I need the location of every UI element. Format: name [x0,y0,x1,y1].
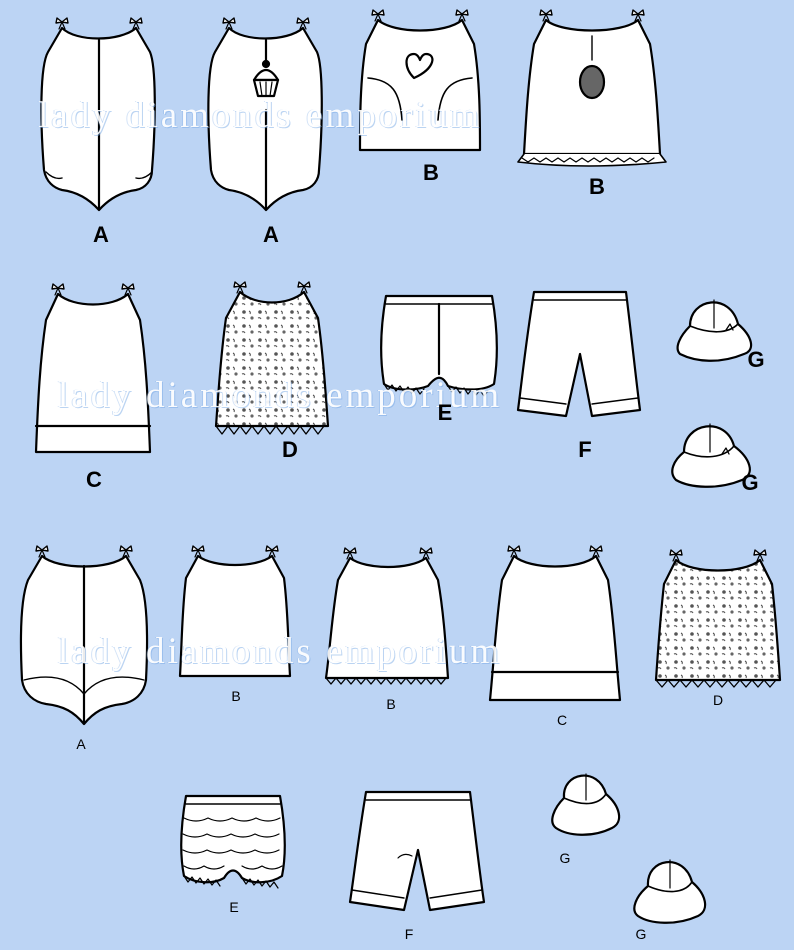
watermark: lady diamonds emporium [38,95,483,136]
view-label: G [559,850,571,866]
hat-icon [551,773,621,836]
hat-icon [676,299,753,362]
view-label: A [76,736,86,752]
top-icon [324,546,450,685]
view-label: F [578,437,592,462]
top-icon [34,282,152,454]
view-label: G [741,470,759,495]
top-icon [214,280,330,435]
hat-icon [633,859,707,924]
top-icon [178,544,292,678]
view-label: B [231,688,241,704]
bloomer-icon [380,294,498,397]
shorts-icon [516,290,642,418]
view-label: E [437,400,453,425]
romper-icon [207,16,323,212]
view-label: C [86,467,102,492]
bloomer-icon [180,794,286,889]
view-label: A [93,222,109,247]
romper-icon [19,544,149,726]
top-icon [517,8,667,167]
view-label: G [747,347,765,372]
hat-icon [671,423,751,488]
view-label: B [423,160,439,185]
top-icon [654,548,782,688]
cupcake-icon [252,59,280,98]
watermark: lady diamonds emporium [58,631,503,672]
view-label: G [635,926,647,942]
watermark: lady diamonds emporium [58,375,503,416]
view-label: F [404,926,414,942]
top-icon [358,8,482,152]
view-label: B [589,174,605,199]
heart-icon [405,52,434,80]
romper-icon [40,16,156,212]
view-label: D [282,437,298,462]
top-icon [488,544,622,702]
view-label: D [712,692,724,708]
shorts-icon [348,790,486,912]
view-label: A [263,222,279,247]
view-label: B [386,696,396,712]
view-label: C [556,712,568,728]
view-label: E [229,899,239,915]
